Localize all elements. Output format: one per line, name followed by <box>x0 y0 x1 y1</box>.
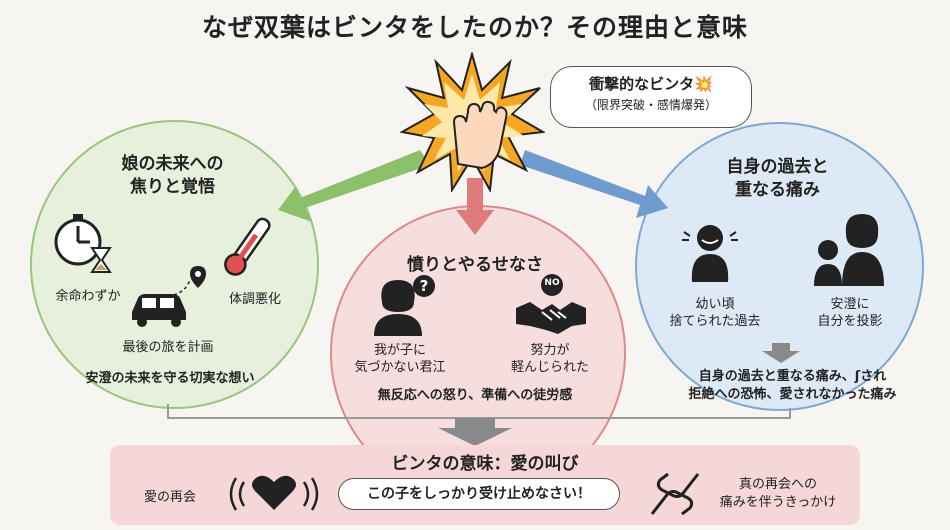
label-trip: 最後の旅を計画 <box>122 340 214 355</box>
page-title: なぜ双葉はビンタをしたのか？その理由と意味 <box>201 13 748 42</box>
thermometer-icon <box>215 212 280 282</box>
right-summary: 自身の過去と重なる痛み、ʃされ 拒絶への恐怖、愛されなかった痛み <box>655 368 930 404</box>
left-heading-line2: 焦りと覚悟 <box>130 177 215 197</box>
label-kimie: 我が子に 気づかない君江 <box>345 342 455 376</box>
left-heading-line1: 娘の未来への <box>121 154 224 174</box>
label-effort: 努力が 軽んじられた <box>495 342 605 376</box>
label-child-line1: 幼い頃 <box>695 297 735 312</box>
label-trigger-line1: 真の再会への <box>738 477 817 492</box>
bottom-speech-bubble: この子をしっかり受け止めなさい！ <box>338 478 620 510</box>
beating-heart-icon <box>228 472 320 516</box>
bottom-speech-text: この子をしっかり受け止めなさい！ <box>367 486 591 502</box>
mother-child-icon <box>812 212 887 287</box>
label-kimie-line1: 我が子に <box>373 343 426 358</box>
stopwatch-hourglass-icon <box>52 212 114 274</box>
center-speech-bubble: 衝撃的なビンタ💥 （限界突破・感情爆発） <box>550 66 752 128</box>
label-project-line1: 安澄に <box>830 297 870 312</box>
left-summary: 安澄の未来を守る切実な想い <box>85 371 255 386</box>
svg-text:?: ? <box>420 277 429 295</box>
clasped-hands-icon <box>648 468 702 520</box>
crying-child-icon <box>680 222 740 284</box>
label-health: 体調悪化 <box>228 292 281 307</box>
right-summary-line1: 自身の過去と重なる痛み、ʃされ <box>698 369 887 384</box>
small-gray-arrow <box>762 343 800 363</box>
label-kimie-line2: 気づかない君江 <box>354 360 446 375</box>
handshake-no-icon <box>512 272 590 336</box>
label-child: 幼い頃 捨てられた過去 <box>660 296 770 330</box>
right-heading: 自身の過去と 重なる痛み <box>705 156 850 202</box>
explosion-burst-icon <box>400 52 545 192</box>
green-arrow <box>278 150 430 222</box>
red-arrow <box>456 178 494 235</box>
bracket-line <box>167 404 791 419</box>
label-lifespan: 余命わずか <box>55 289 121 304</box>
right-heading-line2: 重なる痛み <box>735 180 820 200</box>
bottom-heading: ビンタの意味：愛の叫び <box>391 454 579 474</box>
label-trigger-line2: 痛みを伴うきっかけ <box>719 495 837 510</box>
blue-arrow <box>520 150 668 218</box>
middle-heading: 憤りとやるせなさ <box>407 255 543 275</box>
label-child-line2: 捨てられた過去 <box>669 314 761 329</box>
car-route-icon <box>128 266 213 328</box>
label-project: 安澄に 自分を投影 <box>800 296 900 330</box>
label-trigger: 真の再会への 痛みを伴うきっかけ <box>708 476 848 512</box>
woman-question-icon: ? <box>368 274 440 338</box>
label-effort-line1: 努力が <box>530 343 570 358</box>
label-reunion: 愛の再会 <box>143 490 196 505</box>
left-heading: 娘の未来への 焦りと覚悟 <box>100 153 245 199</box>
gray-arrow <box>438 418 512 446</box>
middle-summary: 無反応への怒り、準備への徒労感 <box>377 388 573 403</box>
label-project-line2: 自分を投影 <box>817 314 883 329</box>
right-heading-line1: 自身の過去と <box>726 157 829 177</box>
label-effort-line2: 軽んじられた <box>510 360 589 375</box>
right-summary-line2: 拒絶への恐怖、愛されなかった痛み <box>688 387 897 402</box>
bubble-subtitle: （限界突破・感情爆発） <box>584 98 717 112</box>
no-sign-text: NO <box>544 278 560 288</box>
bubble-title: 衝撃的なビンタ💥 <box>589 75 713 93</box>
